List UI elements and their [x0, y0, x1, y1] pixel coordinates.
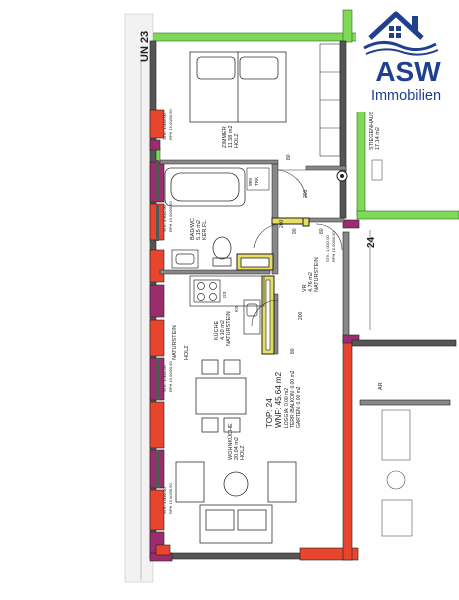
badwc-name: BAD/WC: [190, 218, 196, 240]
holz-label: HOLZ: [184, 345, 190, 360]
kueche-area: 4.10 m2: [220, 320, 226, 340]
window-tag-4-top: STK. 1.00/2.00: [162, 487, 167, 514]
dim-200-a: 200: [303, 189, 309, 198]
zimmer-area: 11.58 m2: [228, 125, 234, 148]
window-tag-3-top: STK. 1.00/2.00: [162, 365, 167, 392]
trk-label: TRK: [254, 177, 259, 186]
asw-logo: ASW Immobilien: [356, 4, 456, 112]
living-furniture: [175, 461, 297, 544]
gs-label: GS: [222, 291, 227, 298]
right-furniture: [381, 409, 413, 537]
dim-90: 90: [292, 228, 298, 234]
unit-wnf: WNF: 45.64 m2: [274, 371, 283, 428]
window-tag-4-bot: RPH 15.00/30.60: [168, 483, 173, 514]
dim-80-a: 80: [286, 154, 292, 160]
window-tag-2-top: STK. 0.90/1.00: [162, 205, 167, 232]
badwc-area: 5.15 m2: [196, 220, 202, 240]
dim-80-c: 80: [290, 348, 296, 354]
stiegenhaus-name: STIEGENHAUS: [369, 110, 375, 150]
right-walls: [342, 219, 457, 561]
dim-200-c: 200: [298, 311, 304, 320]
logo-subtitle: Immobilien: [370, 88, 442, 104]
kitchen-counter: [189, 275, 265, 335]
dining-table: [195, 359, 247, 433]
wm-label: WM: [248, 178, 253, 186]
stair-area: [369, 159, 383, 330]
wardrobe: [319, 43, 341, 157]
wohnkueche-area: 20.04 m2: [234, 437, 240, 460]
stair-number: 24: [366, 236, 377, 248]
logo-brand: ASW: [375, 56, 441, 87]
door-tag-top: STK. 1.00/2.00: [325, 235, 330, 262]
slab-edge: [124, 13, 154, 583]
street-label: UN 23: [139, 31, 151, 62]
window-tags: STK. 1.00/2.00 RPH 15.00/30.60 STK. 0.90…: [162, 109, 336, 514]
dim-80-b: 80: [319, 228, 325, 234]
unit-garten: GARTEN: 0.00 m2: [296, 386, 302, 428]
washing-machine: [246, 167, 270, 191]
zimmer-name: ZIMMER: [222, 126, 228, 148]
window-bars: [156, 160, 159, 488]
window-tag-2-bot: RPH 15.00/30.60: [168, 201, 173, 232]
kueche-floor: NATURSTEIN: [226, 311, 232, 346]
doors: [251, 169, 343, 327]
unit-terrasse: TERR./BALKON: 0.00 m2: [290, 370, 296, 428]
window-tag-1-top: STK. 1.00/2.00: [162, 113, 167, 140]
naturstein-label: NATURSTEIN: [172, 325, 178, 360]
door-tag-bot: RPH 15.00/30.60: [331, 231, 336, 262]
badwc-floor: KER.FL.: [202, 219, 208, 240]
bath-sink: [171, 249, 199, 269]
vr-name: VR: [302, 284, 308, 292]
ks-label: KS: [234, 306, 239, 312]
dim-200-b: 200: [279, 219, 285, 228]
window-tag-1-bot: RPH 15.00/30.60: [168, 109, 173, 140]
house-logo-icon: [363, 11, 439, 56]
kueche-name: KÜCHE: [213, 320, 220, 340]
wohnkueche-name: WOHNKÜCHE: [227, 423, 234, 460]
unit-loggia: LOGGIA: 0.00 m2: [284, 388, 290, 428]
ar-label: AR: [378, 382, 384, 390]
zimmer-floor: HOLZ: [234, 133, 240, 148]
vr-area: 4.76 m2: [308, 272, 314, 292]
double-bed: [189, 51, 287, 123]
bathtub: [164, 167, 246, 207]
wohnkueche-floor: HOLZ: [240, 445, 246, 460]
window-tag-3-bot: RPH 15.00/30.60: [168, 361, 173, 392]
toilet: [212, 236, 232, 267]
vr-floor: NATURSTEIN: [314, 257, 320, 292]
stiegenhaus-area: 17.14 m2: [375, 127, 381, 150]
unit-top: TOP: 24: [265, 398, 274, 428]
